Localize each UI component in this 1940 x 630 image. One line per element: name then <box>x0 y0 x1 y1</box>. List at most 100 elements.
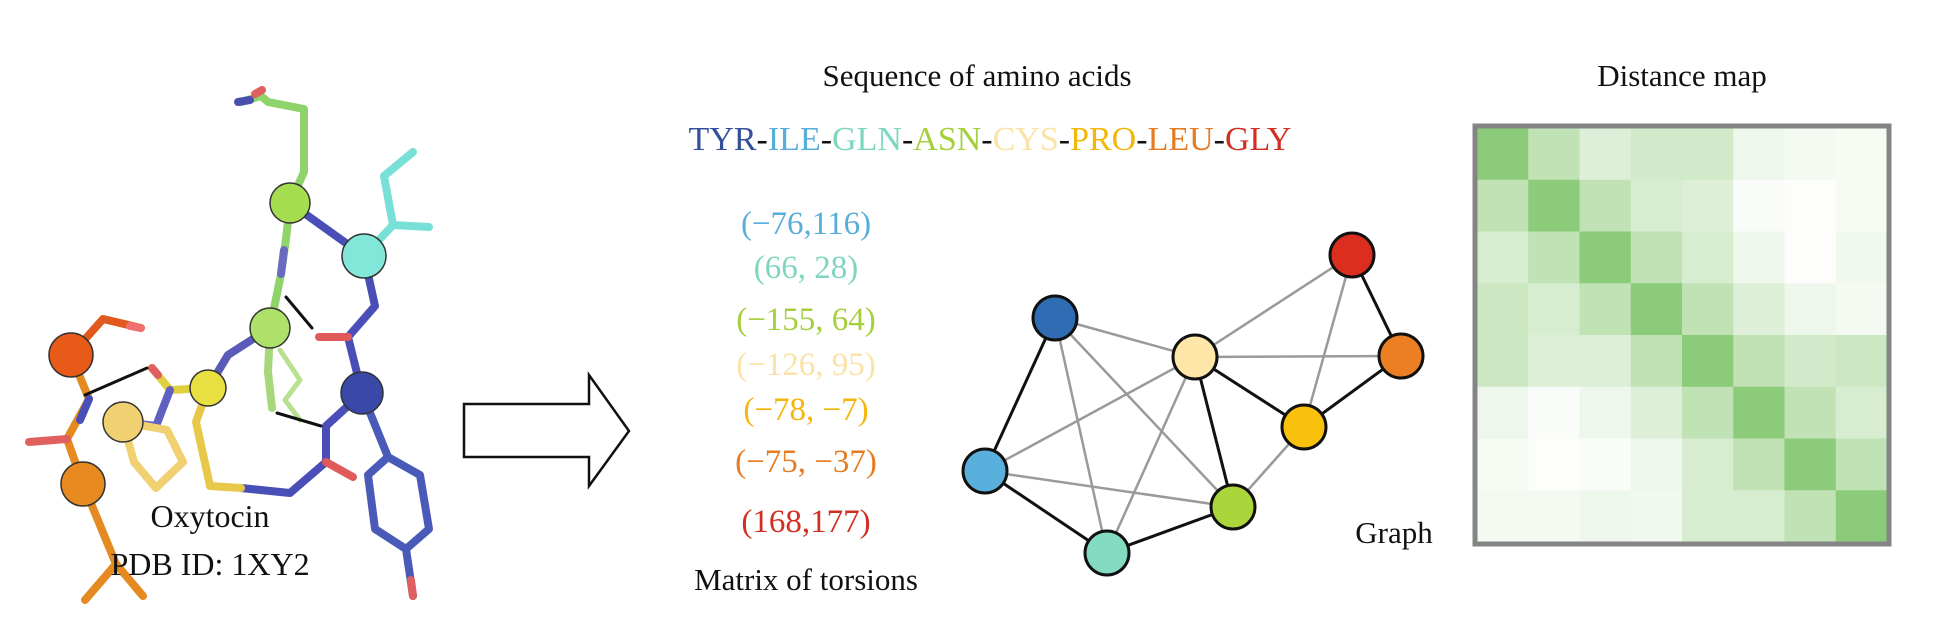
distance-cell <box>1784 179 1837 232</box>
gly-branch <box>112 560 147 600</box>
right-arrow-icon <box>462 371 631 490</box>
molecule-name: Oxytocin <box>150 498 269 534</box>
ile-branch <box>389 221 433 231</box>
distance-cell <box>1682 231 1734 284</box>
torsion-matrix: (−76,116)(66, 28)(−155, 64)(−126, 95)(−7… <box>735 206 877 540</box>
distance-cell <box>1579 128 1632 181</box>
molecule-structure <box>25 86 433 604</box>
graph-title: Graph <box>1355 515 1433 550</box>
graph-node-asn <box>1209 483 1257 531</box>
distance-cell <box>1630 231 1683 284</box>
distance-cell <box>1682 438 1734 491</box>
backbone-bond <box>344 252 379 397</box>
contact-edge <box>1194 253 1353 359</box>
distance-cell <box>1733 490 1785 543</box>
distance-cell <box>1528 438 1580 491</box>
distance-map <box>1477 128 1888 543</box>
amino-acid-sequence: TYR-ILE-GLN-ASN-CYS-PRO-LEU-GLY <box>689 121 1292 158</box>
distance-cell <box>1835 283 1888 336</box>
distance-cell <box>1733 386 1785 439</box>
distance-cell <box>1630 335 1683 388</box>
sequence-separator: - <box>902 121 913 158</box>
distance-cell <box>1733 179 1785 232</box>
backbone-bond <box>237 389 366 497</box>
pdb-id-label: PDB ID: 1XY2 <box>110 546 309 582</box>
residue-leu: LEU <box>1148 121 1214 158</box>
distance-cell <box>1630 283 1683 336</box>
calpha-gln <box>249 307 291 349</box>
sequence-separator: - <box>1136 121 1147 158</box>
torsion-pair: (−126, 95) <box>736 347 876 383</box>
distance-cell <box>1579 231 1632 284</box>
oxygen-tip <box>251 86 266 98</box>
distance-cell <box>1682 386 1734 439</box>
torsion-pair: (−155, 64) <box>736 302 876 338</box>
residue-asn: ASN <box>913 121 981 158</box>
carbonyl-oxygen <box>25 435 71 446</box>
residue-graph <box>961 231 1425 577</box>
graph-node-ile <box>961 447 1009 495</box>
calpha-tyr <box>340 371 384 415</box>
distance-cell <box>1630 128 1683 181</box>
contact-edge <box>1054 317 1234 508</box>
backbone-edge <box>983 317 1057 472</box>
distance-cell <box>1528 231 1580 284</box>
residue-gly: GLY <box>1225 121 1291 158</box>
nitrogen-tip <box>234 96 254 106</box>
distance-cell <box>1835 335 1888 388</box>
sequence-title: Sequence of amino acids <box>822 58 1131 93</box>
distance-map-title: Distance map <box>1597 58 1767 93</box>
distance-cell <box>1835 386 1888 439</box>
sequence-separator: - <box>821 121 832 158</box>
sequence-separator: - <box>1214 121 1225 158</box>
calpha-ile <box>341 233 387 279</box>
distance-cell <box>1835 179 1888 232</box>
distance-cell <box>1784 283 1837 336</box>
contact-edge <box>1053 317 1109 554</box>
distance-cell <box>1630 438 1683 491</box>
contact-edge <box>1105 356 1197 554</box>
sequence-separator: - <box>757 121 768 158</box>
calpha-cys <box>189 369 227 407</box>
hydrogen-bond <box>284 295 314 330</box>
distance-cell <box>1784 490 1837 543</box>
distance-cell <box>1784 335 1837 388</box>
distance-cell <box>1733 283 1785 336</box>
graph-node-gln <box>1083 529 1131 577</box>
contact-edge <box>1194 354 1402 359</box>
distance-cell <box>1579 179 1632 232</box>
distance-cell <box>1682 179 1734 232</box>
distance-cell <box>1682 283 1734 336</box>
distance-cell <box>1477 283 1529 336</box>
distance-cell <box>1733 231 1785 284</box>
distance-cell <box>1528 283 1580 336</box>
torsion-pair: (−76,116) <box>741 206 871 242</box>
torsion-pair: (168,177) <box>741 504 870 540</box>
distance-cell <box>1835 231 1888 284</box>
graph-node-leu <box>1377 332 1425 380</box>
distance-cell <box>1477 231 1529 284</box>
oxygen-tip <box>126 322 145 332</box>
calpha-asn <box>269 182 311 224</box>
distance-cell <box>1477 490 1529 543</box>
distance-cell <box>1528 335 1580 388</box>
distance-cell <box>1528 386 1580 439</box>
distance-cell <box>1579 490 1632 543</box>
contact-edge <box>1302 254 1354 428</box>
distance-cell <box>1835 490 1888 543</box>
distance-cell <box>1528 490 1580 543</box>
contact-edge <box>984 355 1196 473</box>
distance-cell <box>1784 231 1837 284</box>
distance-cell <box>1579 283 1632 336</box>
hydrogen-bond <box>83 366 149 397</box>
residue-tyr: TYR <box>689 121 757 158</box>
distance-cell <box>1528 128 1580 181</box>
graph-node-gly <box>1328 231 1376 279</box>
distance-cell <box>1630 386 1683 439</box>
sequence-separator: - <box>981 121 992 158</box>
tyr-oh-oxygen <box>407 576 417 600</box>
backbone-edge <box>984 469 1108 555</box>
distance-cell <box>1630 179 1683 232</box>
torsion-pair: (−75, −37) <box>735 444 877 480</box>
distance-cell <box>1477 335 1529 388</box>
